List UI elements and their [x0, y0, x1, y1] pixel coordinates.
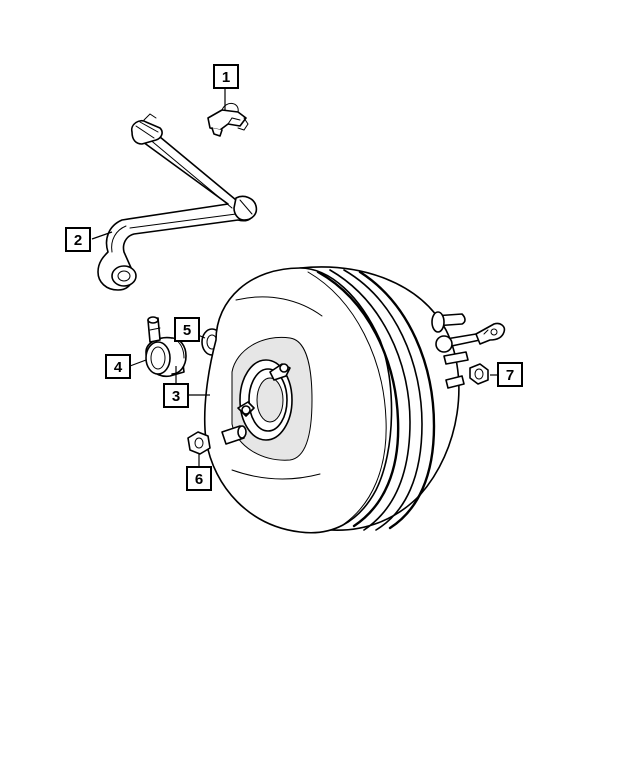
callout-1: 1 [213, 64, 239, 89]
callout-7-label: 7 [506, 367, 514, 384]
callout-4: 4 [105, 354, 131, 379]
part-4-grommet [145, 336, 187, 377]
leader-lines [91, 88, 498, 468]
callout-3: 3 [163, 383, 189, 408]
callout-5-label: 5 [183, 322, 191, 339]
brake-booster-body [203, 266, 460, 534]
callout-2: 2 [65, 227, 91, 252]
callout-3-label: 3 [172, 388, 180, 405]
callout-6-label: 6 [195, 471, 203, 488]
part-3-check-valve [147, 316, 161, 343]
part-7-nut [469, 363, 489, 385]
callout-5: 5 [174, 317, 200, 342]
callout-2-label: 2 [74, 232, 82, 249]
part-2-vacuum-hose [97, 113, 258, 291]
callout-7: 7 [497, 362, 523, 387]
part-6-nut [187, 431, 211, 455]
callout-4-label: 4 [114, 359, 123, 376]
part-1-hose-clip [207, 103, 249, 137]
callout-6: 6 [186, 466, 212, 491]
pushrod-clevis [475, 322, 506, 345]
callout-1-label: 1 [222, 69, 230, 86]
